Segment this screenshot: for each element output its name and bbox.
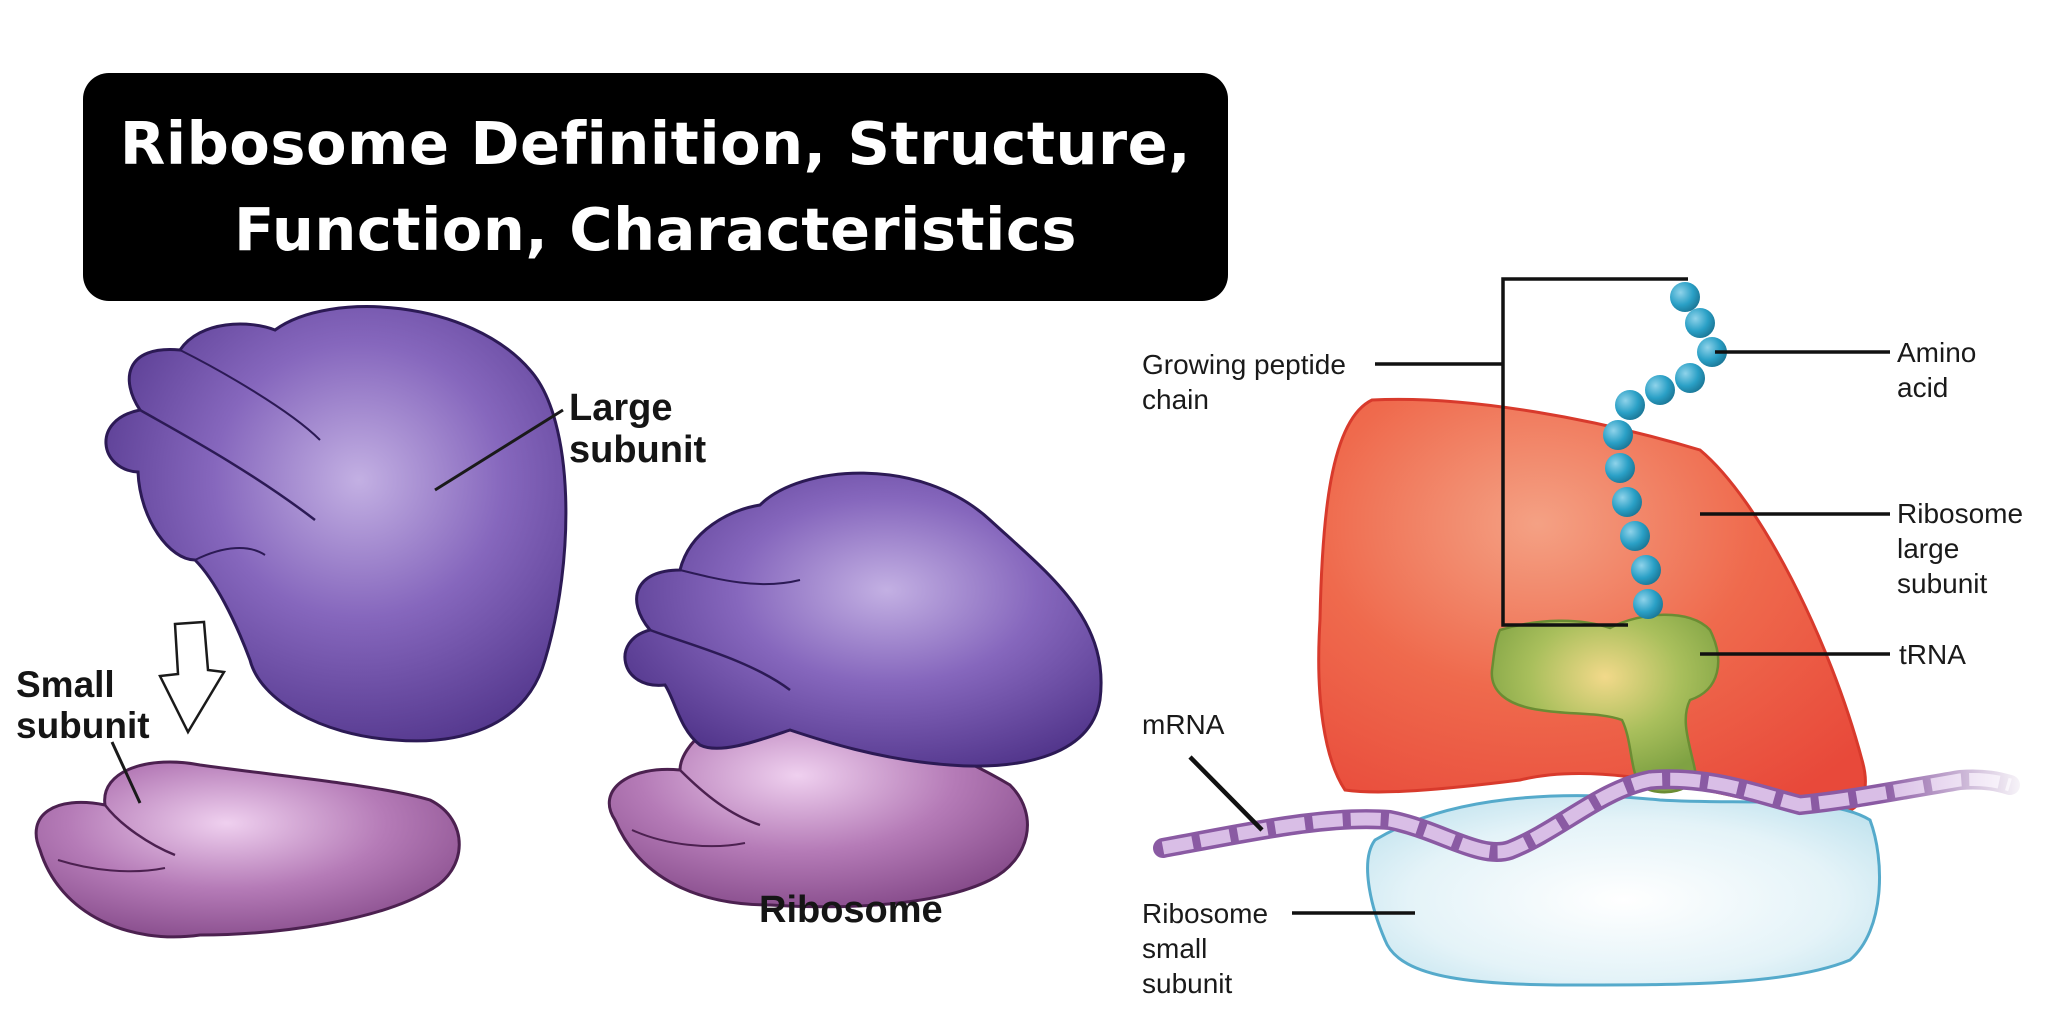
title-line-1: Ribosome Definition, Structure, (119, 109, 1192, 178)
ribosome-small-subunit-label: Ribosome small subunit (1142, 898, 1276, 999)
title-line-2: Function, Characteristics (234, 195, 1077, 264)
large-subunit-leader (434, 408, 564, 492)
large-subunit-shape (104, 305, 568, 743)
mrna-leader (1188, 755, 1264, 832)
ribosome-large-subunit-shape (1317, 397, 1867, 817)
page-title: Ribosome Definition, Structure, Function… (120, 101, 1191, 273)
growing-peptide-chain-label: Growing peptide chain (1142, 349, 1354, 415)
ribosome-large-part (623, 471, 1103, 768)
small-subunit-leader (110, 741, 142, 804)
ribosome-small-subunit-shape (1366, 794, 1882, 987)
assembly-arrow-icon (158, 620, 227, 735)
title-banner: Ribosome Definition, Structure, Function… (83, 73, 1228, 301)
ribosome-large-subunit-label: Ribosome large subunit (1897, 498, 2031, 599)
amino-acid-chain (1603, 282, 1727, 619)
small-subunit-shape (34, 760, 461, 939)
ribosome-label: Ribosome (759, 889, 943, 931)
peptide-chain-bracket (1501, 277, 1688, 627)
amino-acid-label: Amino acid (1897, 337, 1984, 403)
small-subunit-label: Small subunit (16, 664, 150, 746)
mrna-label: mRNA (1142, 709, 1225, 740)
large-subunit-label: Large subunit (569, 387, 707, 471)
trna-label: tRNA (1899, 639, 1966, 670)
